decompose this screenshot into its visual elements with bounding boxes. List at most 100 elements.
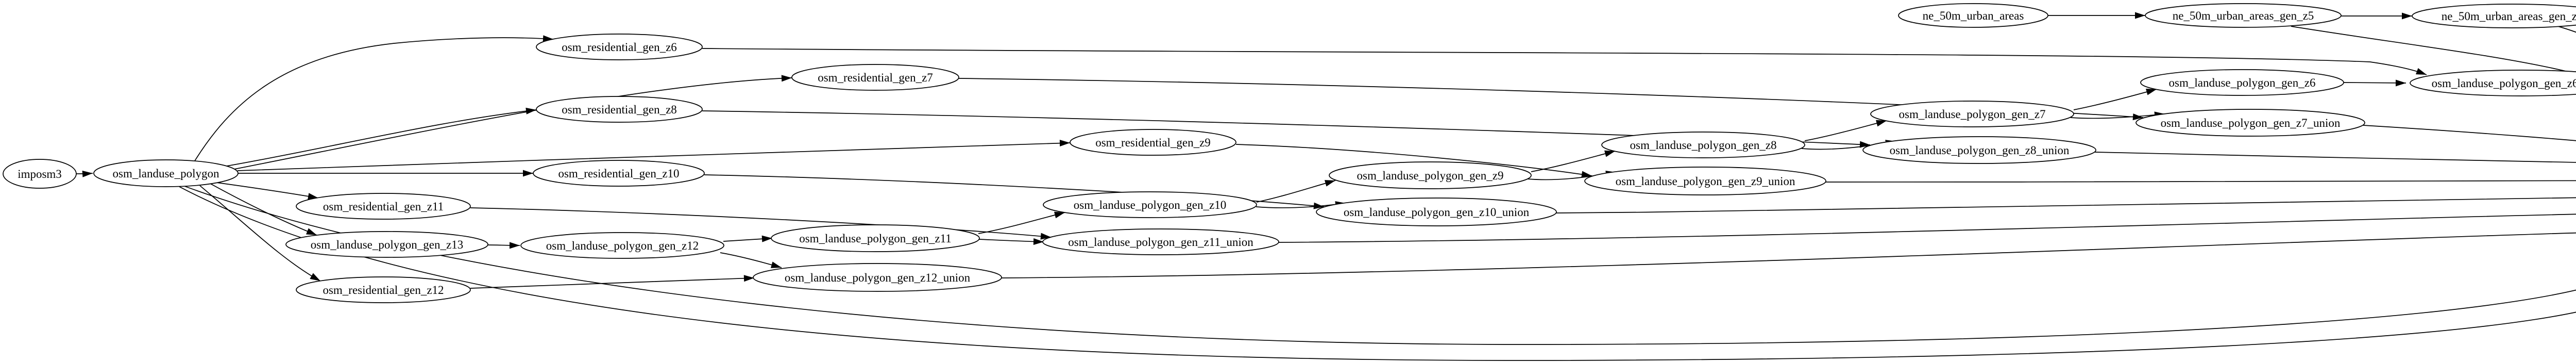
node-ne_50m_urban_areas_gen_z5: ne_50m_urban_areas_gen_z5 (2145, 3, 2342, 28)
node-label: imposm3 (18, 168, 62, 180)
edge-osm_landuse_polygon_gen_z8_union--layer_landuse.z8 (2094, 152, 2576, 163)
node-label: osm_landuse_polygon_gen_z7_union (2161, 117, 2341, 129)
edge-osm_landuse_polygon_gen_z8--osm_landuse_polygon_gen_z7 (1804, 120, 1887, 141)
edge-osm_landuse_polygon_gen_z12--osm_landuse_polygon_gen_z11 (723, 235, 773, 242)
node-label: osm_landuse_polygon_gen_z12_union (785, 271, 971, 284)
arrow-head-icon (1059, 139, 1070, 146)
edge-osm_landuse_polygon--osm_residential_gen_z6 (194, 35, 554, 161)
node-shape (2410, 70, 2576, 96)
node-osm_landuse_polygon_gen_z11: osm_landuse_polygon_gen_z11 (771, 224, 980, 252)
edge-osm_landuse_polygon--osm_residential_gen_z12 (199, 185, 321, 282)
node-osm_landuse_polygon_gen_z8_union: osm_landuse_polygon_gen_z8_union (1862, 136, 2096, 164)
edge-line (2363, 125, 2576, 141)
edge-osm_landuse_polygon_gen_z9--osm_landuse_polygon_gen_z8 (1531, 150, 1616, 172)
node-osm_landuse_polygon: osm_landuse_polygon (93, 159, 239, 187)
node-label: osm_landuse_polygon_gen_z10 (1074, 199, 1226, 211)
arrow-head-icon (310, 273, 320, 281)
node-osm_residential_gen_z9: osm_residential_gen_z9 (1070, 129, 1236, 156)
edge-line (470, 277, 755, 289)
node-shape (1898, 3, 2048, 28)
edge-line (1825, 180, 2576, 183)
node-shape (1329, 161, 1532, 189)
node-shape (791, 64, 959, 91)
node-shape (1316, 198, 1557, 226)
arrow-head-icon (526, 107, 536, 114)
node-shape (296, 276, 471, 303)
node-shape (1070, 129, 1236, 156)
node-label: osm_landuse_polygon_gen_z10_union (1344, 206, 1530, 219)
node-shape (771, 224, 980, 252)
edge-line (179, 186, 2576, 361)
node-osm_residential_gen_z12: osm_residential_gen_z12 (296, 276, 471, 303)
edge-line (199, 185, 321, 282)
node-osm_landuse_polygon_gen_z13: osm_landuse_polygon_gen_z13 (285, 231, 488, 258)
node-label: ne_50m_urban_areas (1923, 9, 2024, 22)
node-label: osm_landuse_polygon_gen_z11 (799, 232, 952, 245)
node-osm_landuse_polygon_gen_z7_union: osm_landuse_polygon_gen_z7_union (2136, 109, 2365, 137)
arrow-head-icon (543, 35, 553, 42)
node-osm_landuse_polygon_gen_z9: osm_landuse_polygon_gen_z9 (1329, 161, 1532, 189)
node-label: ne_50m_urban_areas_gen_z5 (2173, 9, 2314, 22)
node-shape (536, 96, 703, 123)
node-shape (2136, 109, 2365, 137)
node-ne_50m_urban_areas: ne_50m_urban_areas (1898, 3, 2048, 28)
node-label: osm_residential_gen_z9 (1095, 136, 1211, 149)
edge-line (470, 207, 1052, 238)
node-shape (1601, 131, 1805, 158)
edge-ne_50m_urban_areas_gen_z5--ne_50m_urban_areas_gen_z4 (2341, 12, 2412, 20)
node-label: osm_residential_gen_z8 (562, 103, 677, 116)
node-osm_landuse_polygon_gen_z6: osm_landuse_polygon_gen_z6 (2140, 69, 2344, 96)
node-osm_residential_gen_z6: osm_residential_gen_z6 (536, 34, 703, 60)
node-shape (1870, 101, 2074, 127)
edge-line (1278, 213, 2576, 243)
edge-line (234, 77, 792, 170)
edge-line (216, 182, 319, 199)
arrow-head-icon (82, 170, 93, 177)
edge-imposm3--osm_landuse_polygon (76, 170, 93, 177)
node-label: osm_landuse_polygon_gen_z12 (546, 239, 699, 252)
arrow-head-icon (509, 242, 520, 249)
edge-line (2094, 152, 2576, 163)
node-shape (1043, 191, 1257, 218)
node-label: osm_landuse_polygon_gen_z11_union (1068, 236, 1253, 249)
node-osm_landuse_polygon_gen_z9_union: osm_landuse_polygon_gen_z9_union (1584, 167, 1826, 195)
arrow-head-icon (770, 261, 782, 268)
node-label: osm_landuse_polygon_gen_z13 (311, 238, 463, 251)
node-label: osm_landuse_polygon_gen_z8_union (1890, 144, 2070, 157)
arrow-head-icon (1604, 150, 1615, 157)
edge-line (704, 174, 1325, 207)
edge-line (2073, 89, 2157, 110)
edge-line (1555, 197, 2576, 213)
edge-line (2291, 26, 2576, 74)
edge-osm_landuse_polygon_gen_z13--osm_landuse_polygon_gen_z12 (487, 242, 520, 249)
arrow-head-icon (306, 228, 317, 235)
edge-osm_landuse_polygon--osm_residential_gen_z11 (216, 182, 319, 200)
edge-line (978, 212, 1065, 234)
arrow-head-icon (781, 75, 792, 82)
arrow-head-icon (2132, 113, 2143, 121)
node-label: osm_landuse_polygon_gen_z9 (1357, 169, 1504, 182)
edge-osm_landuse_polygon_gen_z11--osm_landuse_polygon_gen_z11_union (978, 238, 1044, 245)
edge-line (1001, 232, 2576, 278)
edge-line (702, 48, 2427, 75)
edge-osm_landuse_polygon--layer_landuse.z13 (184, 186, 2576, 345)
arrow-head-icon (2402, 12, 2412, 20)
arrow-head-icon (2145, 89, 2157, 95)
node-shape (753, 263, 1002, 292)
arrow-head-icon (2395, 79, 2406, 87)
edge-osm_landuse_polygon_gen_z11_union--layer_landuse.z11 (1278, 213, 2576, 243)
edge-osm_landuse_polygon_gen_z7--osm_landuse_polygon_gen_z6 (2073, 89, 2157, 110)
node-osm_landuse_polygon_gen_z10_union: osm_landuse_polygon_gen_z10_union (1316, 198, 1557, 226)
node-label: osm_landuse_polygon_gen_z7 (1899, 108, 2046, 121)
edge-osm_landuse_polygon--osm_landuse_polygon_gen_z13 (210, 183, 317, 236)
edge-line (194, 37, 554, 161)
node-shape (2140, 69, 2344, 96)
node-shape (93, 159, 239, 187)
node-label: osm_residential_gen_z10 (558, 167, 679, 180)
node-osm_residential_gen_z7: osm_residential_gen_z7 (791, 64, 959, 91)
node-shape (285, 231, 488, 258)
node-label: ne_50m_urban_areas_gen_z4 (2442, 10, 2576, 23)
edge-osm_landuse_polygon--layer_landuse.z14+ (179, 186, 2576, 361)
edge-line (1235, 144, 1592, 176)
